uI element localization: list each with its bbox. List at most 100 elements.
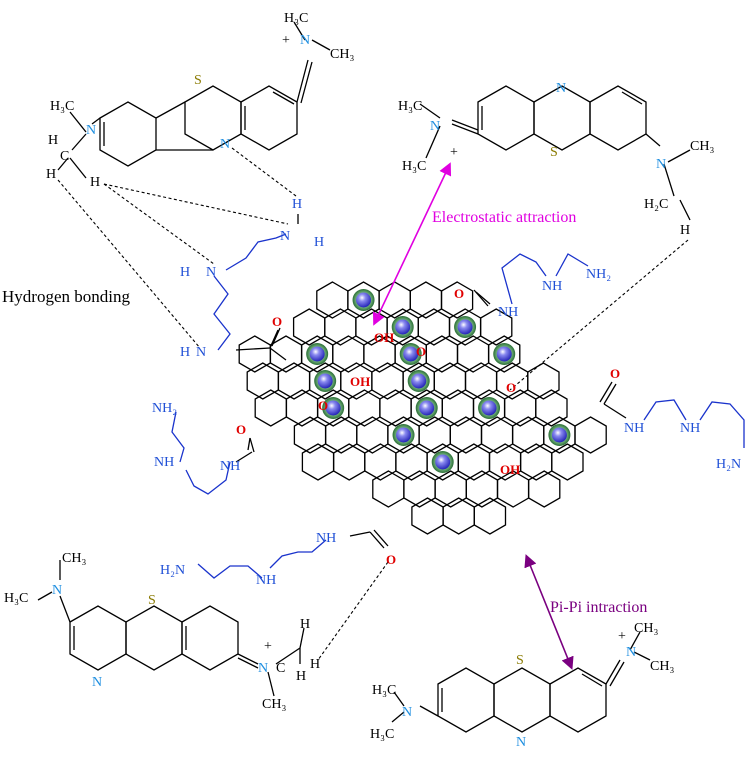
- amine-chain-bottom: [197, 529, 389, 579]
- methyl-label: H₃C: [4, 591, 28, 606]
- graphene-hexagon: [316, 281, 349, 319]
- amine-chain-top-right: [473, 253, 589, 307]
- amide-nh-label: H: [180, 345, 190, 360]
- carbonyl-oxygen: O: [386, 552, 396, 567]
- pi-pi-interaction-label: Pi-Pi intraction: [550, 599, 647, 616]
- graphene-hexagon: [441, 389, 475, 427]
- atom-nitrogen: N: [300, 33, 310, 48]
- adsorbent-sphere-core: [317, 373, 333, 389]
- methyl-label: CH₃: [650, 659, 674, 674]
- atom-nitrogen: N: [516, 735, 526, 750]
- graphene-hexagon: [372, 470, 405, 508]
- atom-hydrogen: H: [90, 175, 100, 190]
- graphene-hexagon: [378, 281, 411, 319]
- atom-hydrogen: H: [310, 657, 320, 672]
- atom-nitrogen: N: [556, 81, 566, 96]
- graphene-hexagon: [487, 335, 521, 373]
- adsorbent-sphere-core: [356, 292, 372, 308]
- amine-label: H₂N: [160, 563, 185, 578]
- methyl-label: H₃C: [50, 99, 74, 114]
- graphene-hexagon: [332, 443, 366, 481]
- adsorbent-sphere-core: [411, 373, 427, 389]
- amine-label: H: [292, 197, 302, 212]
- adsorbent-sphere-core: [325, 400, 341, 416]
- atom-hydrogen: H: [300, 617, 310, 632]
- graphene-hexagon: [527, 362, 560, 400]
- graphene-hexagon: [395, 443, 428, 481]
- atom-sulfur: S: [194, 73, 202, 88]
- methylene-blue-top-left: [57, 21, 331, 179]
- graphene-hexagon: [456, 335, 490, 373]
- atom-hydrogen: H: [46, 167, 56, 182]
- methyl-label: H₃C: [402, 159, 426, 174]
- graphene-hexagon: [503, 389, 537, 427]
- amide-nh-label: NH: [220, 459, 240, 474]
- graphene-hexagon: [411, 497, 444, 535]
- carbonyl-oxygen: O: [272, 314, 282, 329]
- atom-nitrogen: N: [656, 157, 666, 172]
- graphene-hexagon: [425, 335, 459, 373]
- adsorbent-sphere-core: [395, 319, 411, 335]
- graphene-hexagon: [403, 470, 436, 508]
- electrostatic-attraction-label: Electrostatic attraction: [432, 209, 576, 226]
- graphene-hexagon: [348, 389, 381, 427]
- atom-nitrogen: N: [86, 123, 96, 138]
- methyl-label: CH₃: [634, 621, 658, 636]
- graphene-hexagon: [535, 389, 568, 427]
- amine-label: NH: [256, 573, 276, 588]
- graphene-hexagon: [464, 362, 498, 400]
- graphene-hexagon: [433, 362, 467, 400]
- graphene-hexagon: [519, 443, 553, 481]
- methylene-blue-bottom-right: [391, 631, 651, 733]
- graphene-oxide-sheet: [238, 281, 607, 535]
- carbonyl-oxygen: O: [610, 366, 620, 381]
- methyl-label: CH₃: [690, 139, 714, 154]
- adsorbent-sphere-core: [481, 400, 497, 416]
- graphene-hexagon: [417, 308, 451, 346]
- hydroxyl-group: OH: [374, 330, 394, 345]
- graphene-hexagon: [480, 416, 514, 454]
- methyl-label: H₃C: [372, 683, 396, 698]
- amide-nh-label: NH: [624, 421, 644, 436]
- graphene-hexagon: [574, 416, 607, 454]
- atom-hydrogen: H: [680, 223, 690, 238]
- atom-hydrogen: H: [296, 669, 306, 684]
- charge-plus: +: [618, 629, 626, 644]
- atom-sulfur: S: [550, 145, 558, 160]
- amine-label: H: [314, 235, 324, 250]
- adsorbent-sphere-core: [496, 346, 512, 362]
- graphene-hexagon: [269, 335, 303, 373]
- amine-label: NH: [154, 455, 174, 470]
- methylene-label: H₂C: [644, 197, 668, 212]
- hydrogen-bond-lines: [57, 147, 689, 661]
- charge-plus: +: [450, 145, 458, 160]
- atom-hydrogen: H: [48, 133, 58, 148]
- graphene-hexagon: [511, 416, 545, 454]
- graphene-hexagon: [371, 362, 404, 400]
- graphene-hexagon: [442, 497, 475, 535]
- methyl-label: H₃C: [398, 99, 422, 114]
- methyl-label: CH₃: [62, 551, 86, 566]
- graphene-hexagon: [332, 335, 365, 373]
- atom-sulfur: S: [148, 593, 156, 608]
- carbonyl-oxygen: O: [454, 286, 464, 301]
- hydroxyl-group: OH: [500, 462, 520, 477]
- carbonyl-oxygen: O: [236, 422, 246, 437]
- pi-pi-arrow: [524, 554, 574, 670]
- amide-nh-label: N: [196, 345, 206, 360]
- amine-chain-top-left: [213, 214, 299, 361]
- atom-nitrogen: N: [220, 137, 230, 152]
- amine-label: NH₂: [586, 267, 611, 282]
- graphene-hexagon: [246, 362, 280, 400]
- graphene-hexagon: [356, 416, 389, 454]
- atom-nitrogen: N: [626, 645, 636, 660]
- methyl-label: CH₃: [330, 47, 354, 62]
- atom-nitrogen: N: [402, 705, 412, 720]
- graphene-hexagon: [277, 362, 311, 400]
- charge-plus: +: [264, 639, 272, 654]
- graphene-hexagon: [324, 416, 358, 454]
- methylene-blue-bottom-left: [37, 560, 305, 697]
- amide-nh-label: NH: [316, 531, 336, 546]
- graphene-hexagon: [301, 443, 335, 481]
